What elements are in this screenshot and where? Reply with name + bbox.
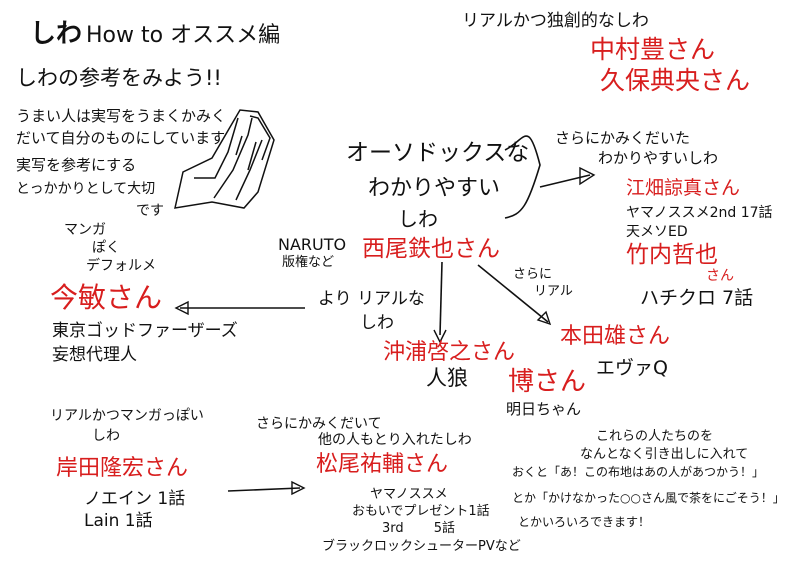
name-hiroshi: 博さん: [508, 367, 587, 397]
arrowhead-ebata: [579, 166, 596, 186]
kishida-work-1: ノエイン 1話: [84, 489, 186, 509]
title-bold: しわ: [30, 19, 83, 49]
name-takeuchi: 竹内哲也: [626, 242, 718, 268]
intro-line-3: 実写を参考にする: [16, 156, 137, 174]
name-matsuo: 松尾祐輔さん: [316, 452, 449, 477]
ebata-work-1: ヤマノススメ2nd 17話: [626, 205, 773, 221]
right-upper-caption-2: わかりやすいしわ: [598, 149, 719, 167]
intro-line-4: とっかかりとして大切: [16, 181, 156, 197]
right-upper-caption-1: さらにかみくだいた: [555, 129, 691, 147]
center-line-2: わかりやすい: [368, 176, 501, 201]
honda-work: エヴァQ: [596, 357, 668, 379]
bracket-arrow-upper: [504, 135, 541, 219]
more-real-caption-2: リアル: [534, 284, 573, 299]
hiroshi-work: 明日ちゃん: [506, 400, 582, 418]
matsuo-work-1: ヤマノススメ: [370, 487, 448, 502]
name-kon: 今敏さん: [50, 281, 163, 314]
intro-line-1: うまい人は実写をうまくかみく: [16, 107, 227, 125]
deform-line-1: マンガ: [64, 222, 106, 238]
name-takeuchi-suffix: さん: [706, 268, 734, 284]
kon-work-1: 東京ゴッドファーザーズ: [52, 321, 238, 341]
center-line-1: オーソドックスな: [346, 140, 530, 166]
okiura-work: 人狼: [426, 366, 468, 390]
intro-line-2: だいて自分のものにしています: [16, 129, 226, 147]
title-rest: How to オススメ編: [86, 23, 281, 48]
arrow-to-matsuo: [227, 487, 301, 492]
name-okiura: 沖浦啓之さん: [383, 340, 516, 365]
arrow-to-okiura: [439, 261, 443, 336]
arrowhead-honda: [536, 310, 552, 326]
ebata-work-2: 天メソED: [626, 224, 688, 240]
left-branch-caption-2: しわ: [360, 313, 394, 333]
naruto-label: NARUTO: [278, 235, 347, 254]
top-right-caption: リアルかつ独創的なしわ: [462, 11, 649, 31]
bottom-left-caption-1: リアルかつマンガっぽい: [50, 408, 204, 424]
matsuo-work-2: おもいでプレゼント1話: [352, 504, 490, 519]
name-ebata: 江畑諒真さん: [626, 177, 741, 199]
deform-line-2: ぽく: [92, 240, 120, 256]
bottom-right-line-2: なんとなく引き出しに入れて: [580, 447, 749, 462]
left-branch-caption: より リアルな: [318, 289, 425, 309]
kishida-work-2: Lain 1話: [84, 511, 153, 531]
matsuo-work-3: 3rd 5話: [382, 521, 456, 536]
wrinkle-sketch: [174, 109, 275, 209]
arrow-to-ebata: [539, 174, 591, 188]
bottom-right-line-4: とか「かけなかった○○さん風で茶をにごそう！」: [512, 491, 785, 505]
name-nakamura: 中村豊さん: [590, 35, 716, 64]
bottom-right-line-1: これらの人たちのを: [596, 429, 714, 444]
arrow-to-honda: [477, 264, 549, 323]
bottom-left-caption-2: しわ: [92, 428, 120, 444]
matsuo-work-4: ブラックロックシューターPVなど: [322, 539, 521, 554]
center-line-3: しわ: [398, 207, 438, 231]
arrowhead-kon: [174, 300, 189, 316]
bottom-middle-caption-1: さらにかみくだいて: [256, 416, 382, 432]
bottom-middle-caption-2: 他の人もとり入れたしわ: [318, 432, 472, 448]
bottom-right-line-5: とかいろいろできます！: [518, 515, 651, 529]
intro-heading: しわの参考をみよう!!: [16, 66, 222, 90]
bottom-right-line-3: おくと「あ！この布地はあの人があつかう！」: [512, 465, 765, 479]
name-kubo: 久保典央さん: [600, 66, 751, 95]
name-kishida: 岸田隆宏さん: [56, 456, 189, 481]
naruto-note: 版権など: [282, 255, 335, 270]
name-honda: 本田雄さん: [560, 324, 671, 349]
arrowhead-okiura: [433, 329, 447, 344]
takeuchi-work: ハチクロ 7話: [640, 287, 754, 309]
more-real-caption-1: さらに: [513, 267, 553, 282]
name-nishio: 西尾鉄也さん: [362, 236, 500, 262]
intro-line-5: です: [136, 203, 164, 219]
arrowhead-matsuo: [291, 480, 306, 496]
kon-work-2: 妄想代理人: [52, 345, 137, 365]
deform-line-3: デフォルメ: [86, 258, 156, 274]
